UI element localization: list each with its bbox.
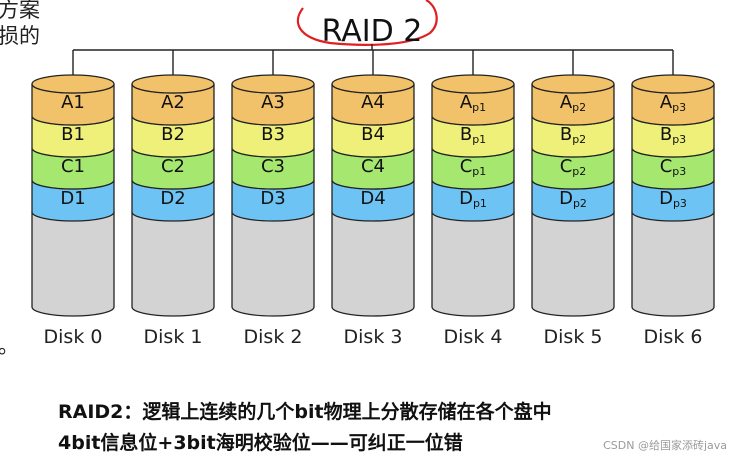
disk-label: Disk 2 (244, 326, 303, 348)
segment-label: B4 (361, 124, 385, 145)
segment-label: A1 (61, 92, 85, 113)
segment-label: B1 (61, 124, 85, 145)
disk-label: Disk 5 (544, 326, 603, 348)
raid-title: RAID 2 (322, 14, 423, 49)
clipped-text-line-3: 。 (0, 334, 19, 358)
clipped-text-line-1: 方案 (0, 0, 40, 22)
disk-body (431, 211, 515, 317)
disk-body (631, 211, 715, 317)
segment-label: D4 (360, 188, 385, 209)
disk-label: Disk 6 (644, 326, 703, 348)
disk-label: Disk 4 (444, 326, 503, 348)
segment-label: D1 (60, 188, 85, 209)
red-annotation-circle (296, 0, 438, 46)
disk-top-cap (331, 74, 415, 94)
disk-body (131, 211, 215, 317)
disk-body (531, 211, 615, 317)
segment-label: C1 (61, 156, 85, 177)
segment-label: B2 (161, 124, 185, 145)
disk-body (231, 211, 315, 317)
segment-label: A3 (261, 92, 285, 113)
segment-label: C4 (361, 156, 385, 177)
disk-top-cap (431, 74, 515, 94)
disk-top-cap (131, 74, 215, 94)
disk-top-cap (31, 74, 115, 94)
disk-top-cap (531, 74, 615, 94)
disk-top-cap (631, 74, 715, 94)
disk-label: Disk 3 (344, 326, 403, 348)
segment-label: C3 (261, 156, 285, 177)
segment-label: D2 (160, 188, 185, 209)
caption-line-2: 4bit信息位+3bit海明校验位——可纠正一位错 (58, 432, 463, 454)
disk-label: Disk 1 (144, 326, 203, 348)
disk-body (331, 211, 415, 317)
caption-line-1: RAID2：逻辑上连续的几个bit物理上分散存储在各个盘中 (58, 401, 552, 423)
disk-body (31, 211, 115, 317)
disk-top-cap (231, 74, 315, 94)
watermark: CSDN @给国家添砖java (603, 439, 727, 452)
segment-label: B3 (261, 124, 285, 145)
segment-label: A2 (161, 92, 185, 113)
disk-label: Disk 0 (44, 326, 103, 348)
segment-label: C2 (161, 156, 185, 177)
clipped-text-line-2: 损的 (0, 24, 40, 48)
segment-label: D3 (260, 188, 285, 209)
segment-label: A4 (361, 92, 385, 113)
